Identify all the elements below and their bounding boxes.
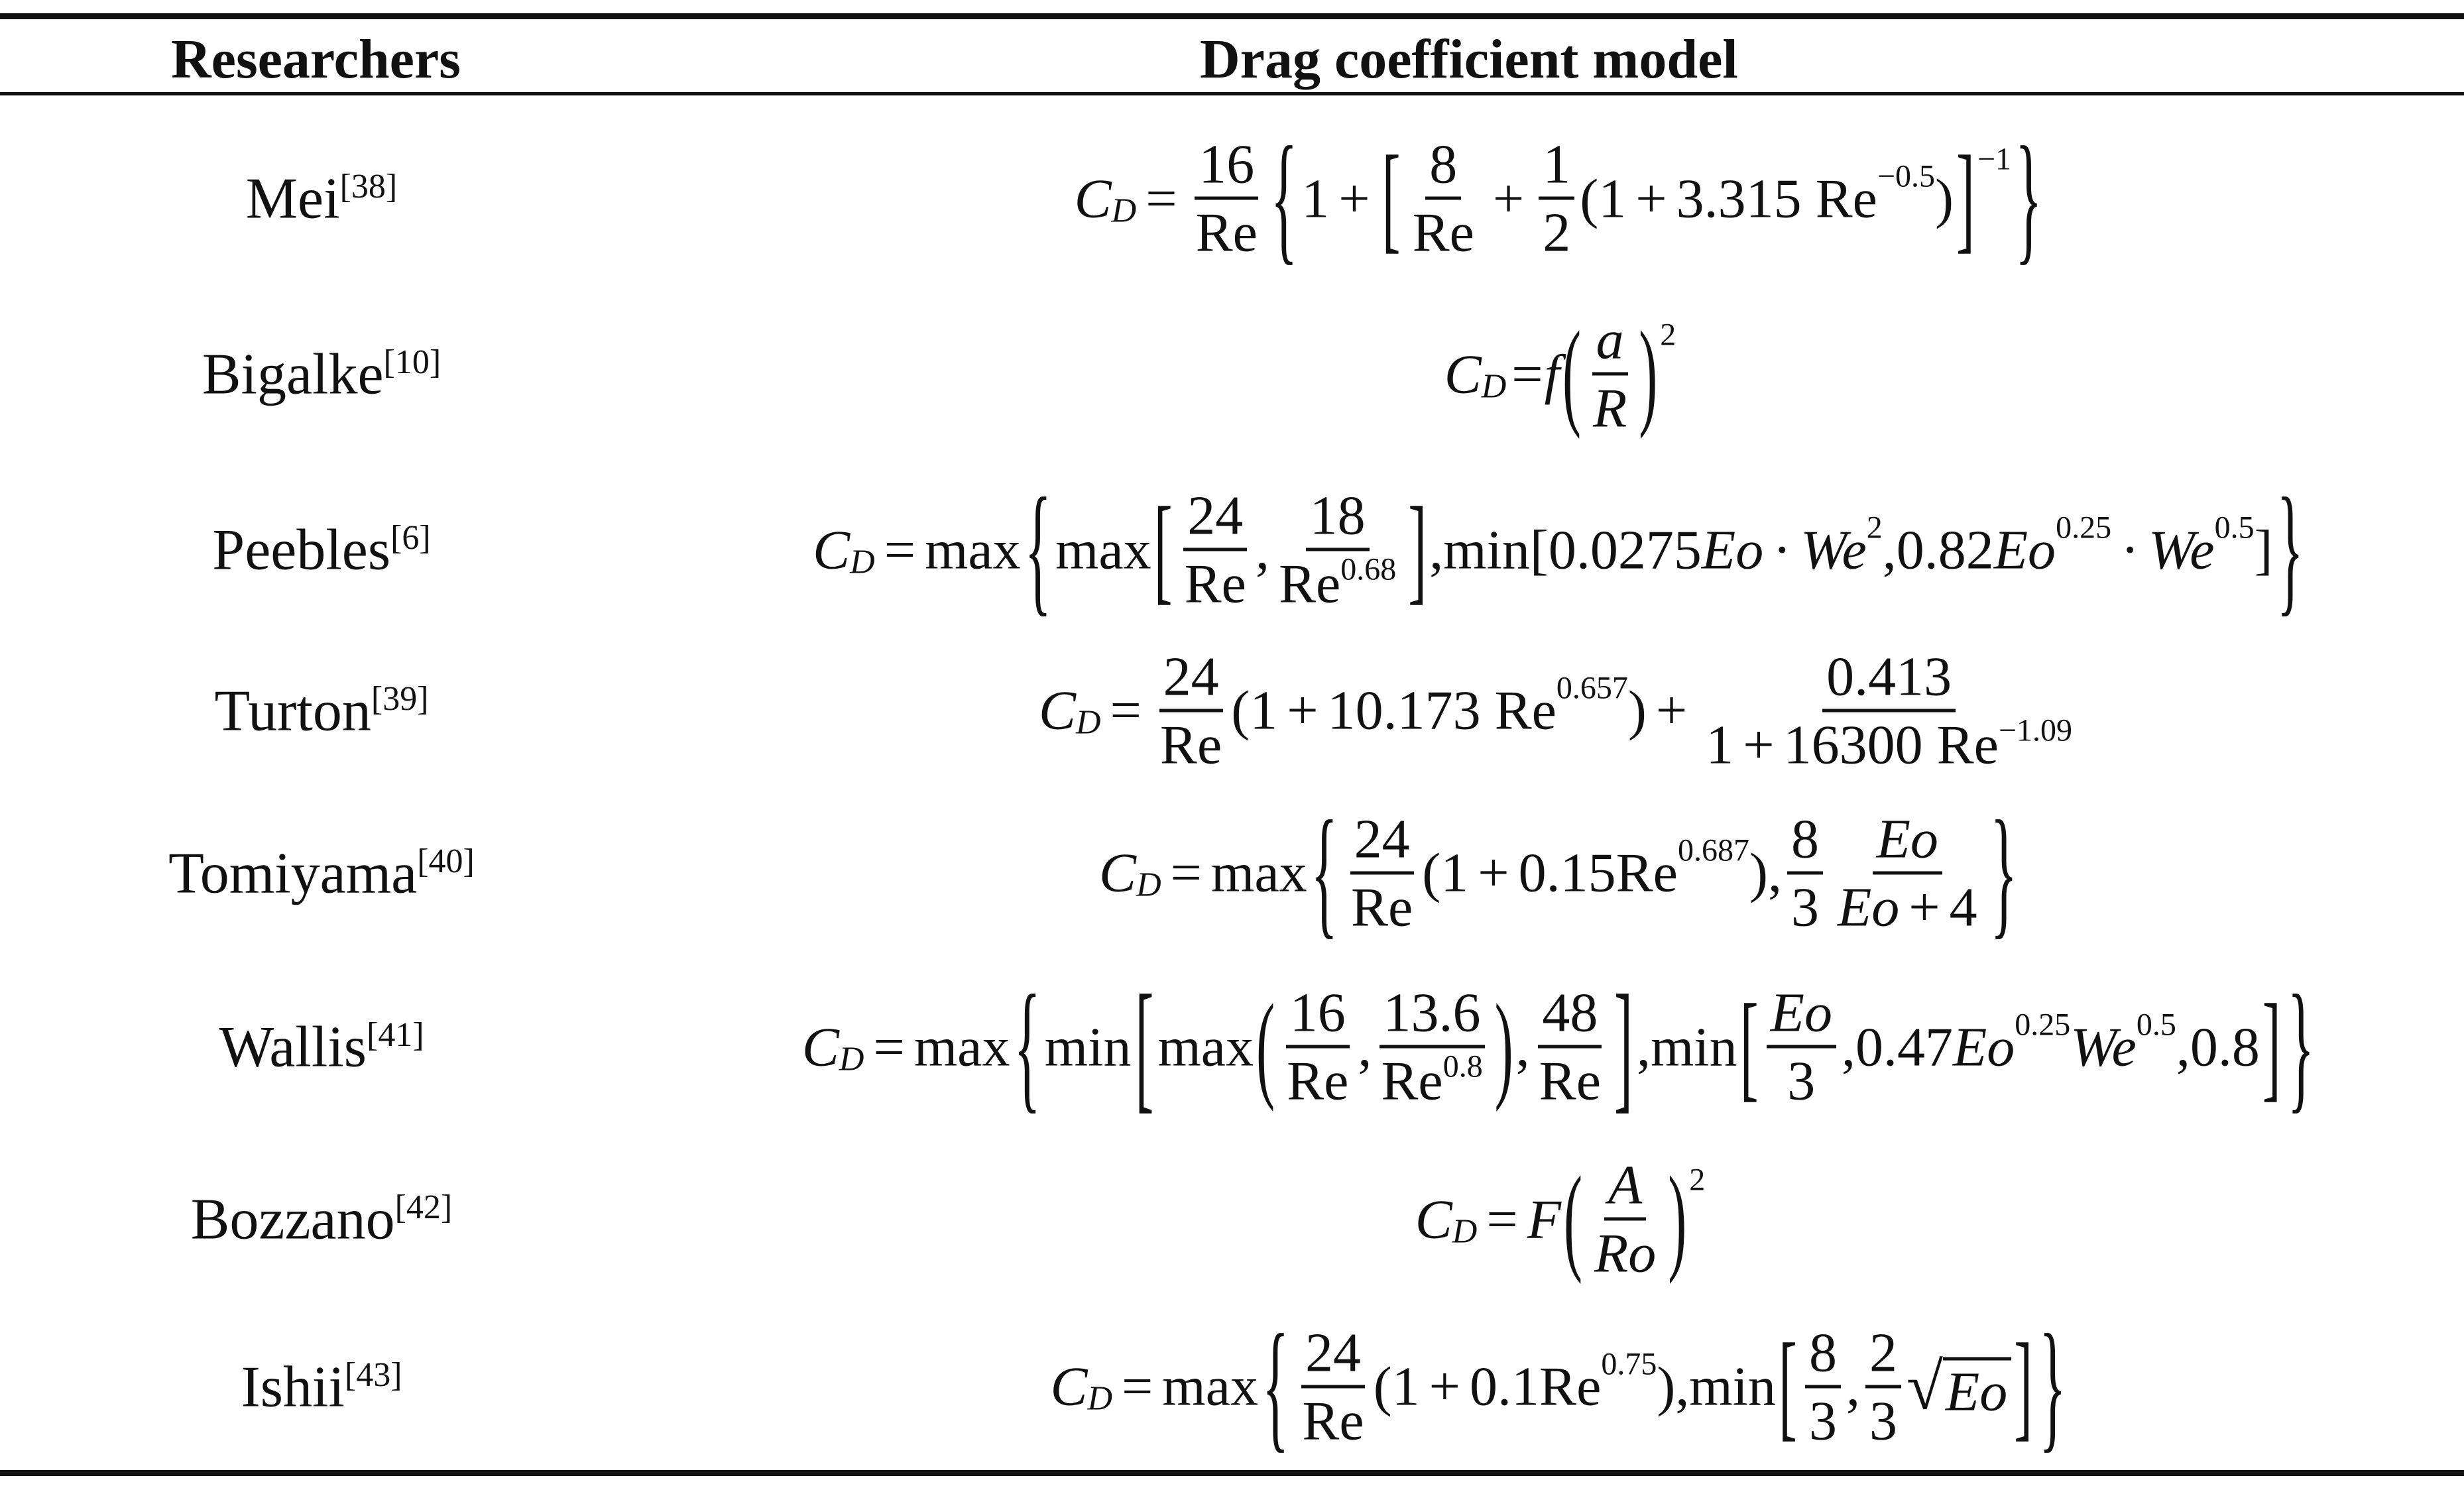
researcher-name: Tomiyama[40] — [168, 841, 475, 905]
researcher-name: Wallis[41] — [219, 1015, 424, 1080]
researchers-header: Researchers — [171, 29, 461, 90]
researcher-name: Bozzano[42] — [190, 1187, 453, 1252]
researcher-name: Ishii[43] — [241, 1355, 402, 1419]
bottom-rule — [0, 1470, 2464, 1476]
researcher-name: Peebles[6] — [212, 518, 431, 583]
researcher-name: Turton[39] — [214, 679, 429, 743]
researcher-name: Mei[38] — [245, 166, 398, 231]
header-rule — [0, 92, 2464, 95]
researcher-name: Bigalke[10] — [202, 342, 441, 407]
model-header: Drag coefficient model — [1200, 29, 1738, 90]
top-rule — [0, 13, 2464, 19]
